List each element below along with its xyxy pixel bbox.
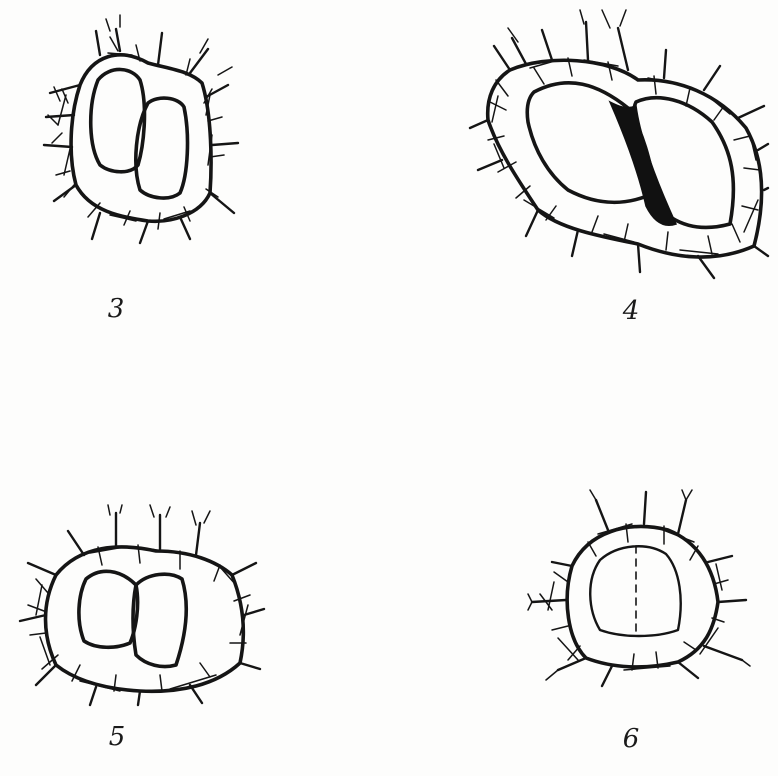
figure-5-drawing: [20, 505, 265, 705]
figure-4-drawing: [468, 10, 768, 280]
figure-3-label: 3: [96, 296, 136, 322]
figure-6-drawing: [528, 490, 750, 695]
figure-6-label: 6: [611, 726, 651, 752]
figure-4-label: 4: [611, 298, 651, 324]
figure-5-label: 5: [97, 724, 137, 750]
figure-3-drawing: [40, 25, 240, 245]
